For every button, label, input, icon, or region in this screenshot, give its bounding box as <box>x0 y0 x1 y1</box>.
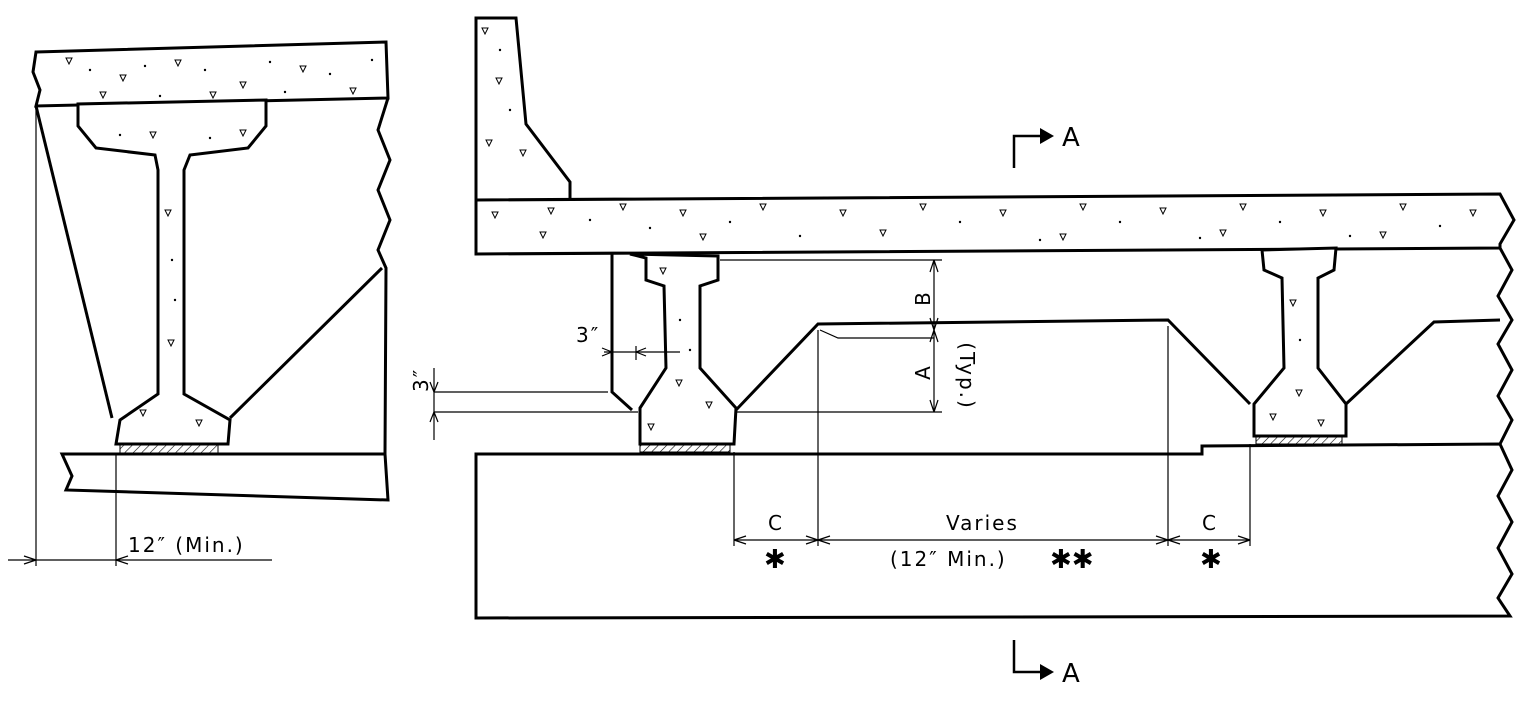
min-12-dimension-label: 12″ (Min.) <box>128 533 245 557</box>
dimension-min-12-label: (12″ Min.) <box>890 547 1007 571</box>
three-inch-horizontal-label: 3″ <box>576 323 600 347</box>
main-detail: B A (Typ.) 3″ 3″ C Varies C (1 <box>409 16 1516 689</box>
note-star-right: ✱ <box>1200 545 1222 575</box>
left-detail: 12″ (Min.) <box>8 40 392 566</box>
pier-cap-profile-right <box>1344 318 1501 406</box>
left-girder-top-flange <box>76 98 268 446</box>
right-break-line <box>1496 247 1514 445</box>
dimension-A-label: A <box>911 364 935 380</box>
main-aggregate-texture <box>481 27 1477 432</box>
left-bearing-pad <box>639 443 731 453</box>
right-girder <box>1252 246 1348 438</box>
pier-cap-profile <box>734 318 1252 412</box>
main-deck-slab <box>474 192 1516 256</box>
three-inch-vertical-label: 3″ <box>409 368 433 392</box>
dimension-A-typ-label: (Typ.) <box>955 342 979 410</box>
section-top-label: A <box>1062 123 1080 153</box>
dimension-B-label: B <box>911 290 935 306</box>
left-aggregate-texture <box>65 57 374 428</box>
left-deck-slab <box>31 40 390 108</box>
left-girder <box>629 252 738 446</box>
section-marker-top: A <box>1012 123 1080 168</box>
section-bottom-label: A <box>1062 659 1080 689</box>
dimension-varies-label: Varies <box>946 511 1019 535</box>
dimension-C-right-label: C <box>1202 511 1218 535</box>
pier-body <box>474 442 1514 620</box>
end-diaphragm <box>610 254 634 412</box>
left-pier-slope <box>228 266 384 420</box>
right-bearing-pad <box>1255 435 1343 445</box>
left-pier-outline <box>34 105 114 419</box>
left-seat <box>59 452 390 502</box>
section-marker-bottom: A <box>1012 640 1080 689</box>
dimension-C-left-label: C <box>768 511 784 535</box>
dimension-lines: B A (Typ.) 3″ 3″ C Varies C (1 <box>409 259 1251 575</box>
parapet <box>474 16 572 202</box>
note-star-left: ✱ <box>764 545 786 575</box>
left-break-line <box>376 97 392 455</box>
note-double-star: ✱✱ <box>1050 545 1094 575</box>
